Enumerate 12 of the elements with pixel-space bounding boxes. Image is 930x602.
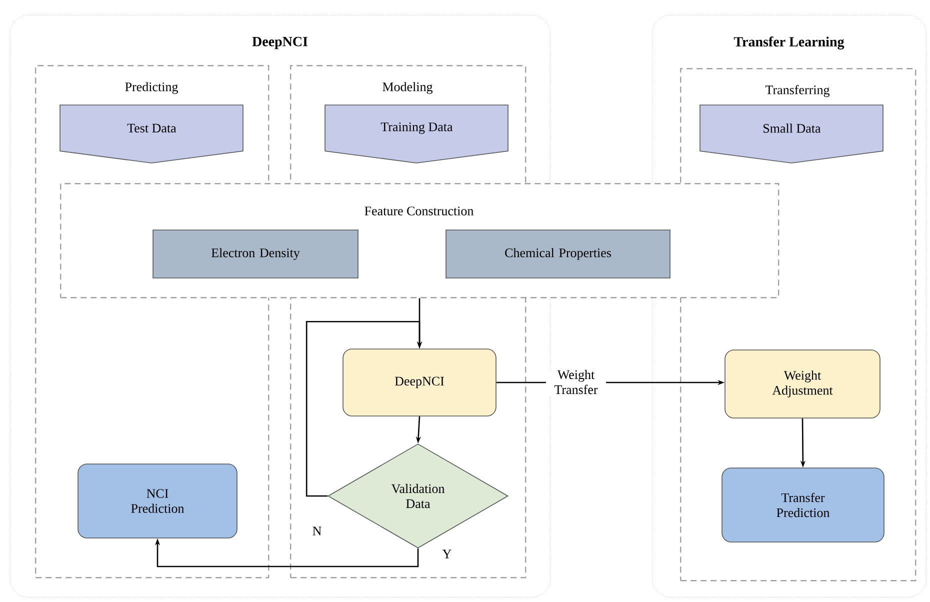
model-box: DeepNCI (342, 348, 496, 416)
model-box: Weight Adjustment (724, 350, 880, 418)
data-banner: Test Data (60, 104, 244, 164)
result-box: NCI Prediction (78, 464, 238, 538)
edge-label: N (312, 526, 322, 536)
arrow (306, 320, 422, 497)
data-banner: Small Data (700, 104, 884, 164)
edge-label: Y (442, 550, 452, 558)
feature-box: Electron Density (152, 230, 358, 278)
edge-label: Weight Transfer (546, 368, 606, 396)
data-banner: Training Data (324, 104, 508, 164)
result-box: Transfer Prediction (722, 468, 884, 542)
